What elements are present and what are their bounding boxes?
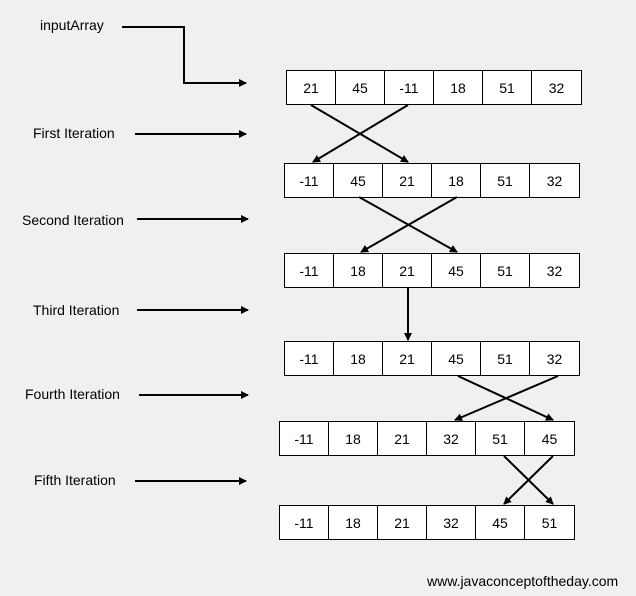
array-row-third: -11 18 21 45 51 32 xyxy=(284,341,580,376)
fourth-iteration-label: Fourth Iteration xyxy=(25,386,120,402)
array-cell: 18 xyxy=(334,254,383,287)
array-row-input: 21 45 -11 18 51 32 xyxy=(286,70,582,105)
array-cell: 21 xyxy=(383,342,432,375)
array-cell: -11 xyxy=(280,506,329,539)
third-iteration-label: Third Iteration xyxy=(33,302,120,318)
array-cell: 45 xyxy=(476,506,525,539)
array-cell: 45 xyxy=(541,430,558,447)
array-cell: 51 xyxy=(476,422,525,455)
swap-arrow xyxy=(503,455,554,505)
array-cell: -11 xyxy=(285,342,334,375)
swap-arrow xyxy=(454,375,559,421)
array-cell: 32 xyxy=(546,262,563,279)
array-cell: -11 xyxy=(285,164,334,197)
array-cell: 21 xyxy=(383,254,432,287)
swap-arrow xyxy=(312,104,409,163)
swap-arrow xyxy=(360,196,458,253)
array-cell: -11 xyxy=(385,71,434,104)
array-cell: 32 xyxy=(427,506,476,539)
array-cell: 18 xyxy=(329,422,378,455)
array-cell: 51 xyxy=(481,254,530,287)
array-row-first: -11 45 21 18 51 32 xyxy=(284,163,580,198)
array-cell: 18 xyxy=(432,164,481,197)
array-cell: 45 xyxy=(334,164,383,197)
input-pointer-arrow xyxy=(122,26,247,87)
array-row-second: -11 18 21 45 51 32 xyxy=(284,253,580,288)
array-cell: 18 xyxy=(334,342,383,375)
array-cell: -11 xyxy=(280,422,329,455)
array-cell: -11 xyxy=(285,254,334,287)
input-array-label: inputArray xyxy=(40,17,104,33)
fifth-iteration-label: Fifth Iteration xyxy=(34,472,116,488)
array-cell: 45 xyxy=(432,254,481,287)
array-cell: 32 xyxy=(546,350,563,367)
array-row-fifth: -11 18 21 32 45 51 xyxy=(279,505,575,540)
array-cell: 21 xyxy=(378,506,427,539)
array-cell: 51 xyxy=(483,71,532,104)
array-cell: 32 xyxy=(546,172,563,189)
array-row-fourth: -11 18 21 32 51 45 xyxy=(279,421,575,456)
array-cell: 32 xyxy=(427,422,476,455)
array-cell: 51 xyxy=(481,342,530,375)
array-cell: 32 xyxy=(548,79,565,96)
array-cell: 51 xyxy=(541,514,558,531)
website-credit: www.javaconceptoftheday.com xyxy=(427,573,619,589)
array-cell: 45 xyxy=(336,71,385,104)
array-cell: 18 xyxy=(434,71,483,104)
second-iteration-label: Second Iteration xyxy=(22,212,124,228)
array-cell: 21 xyxy=(383,164,432,197)
array-cell: 18 xyxy=(329,506,378,539)
array-cell: 21 xyxy=(378,422,427,455)
array-cell: 45 xyxy=(432,342,481,375)
array-cell: 21 xyxy=(287,71,336,104)
array-cell: 51 xyxy=(481,164,530,197)
first-iteration-label: First Iteration xyxy=(33,125,115,141)
